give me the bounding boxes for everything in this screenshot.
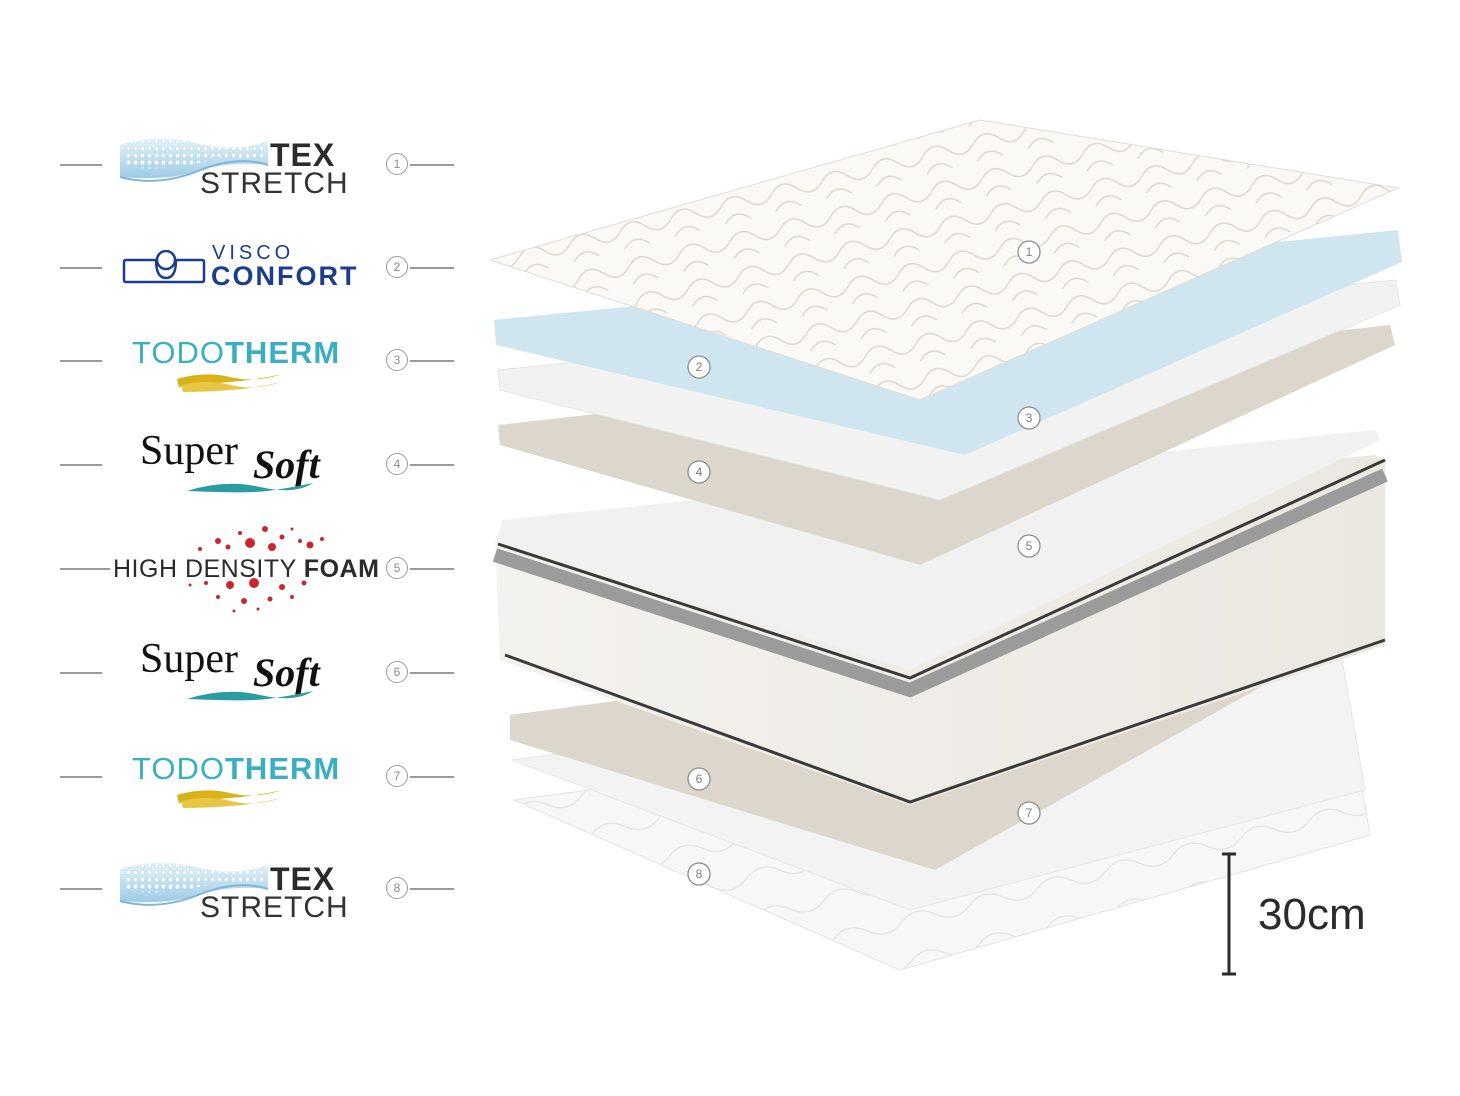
teal-swoosh-icon [187, 691, 313, 701]
mattress-badge-label: 3 [1026, 411, 1033, 425]
leader-line [410, 568, 454, 570]
leader-line [60, 888, 102, 890]
brand-todo-text: TODO [132, 751, 225, 786]
layer-number-badge: 2 [386, 256, 408, 278]
leader-line [60, 360, 102, 362]
leader-line [410, 267, 454, 269]
brand-tex: TEX [270, 137, 336, 173]
legend-row-5: HIGH DENSITY FOAM 5 [0, 526, 470, 613]
legend-row-2: VISCO CONFORT 2 [0, 228, 470, 308]
brand-therm-text: THERM [225, 335, 341, 370]
core-top-piping [497, 458, 1386, 680]
mattress-badge-7: 7 [1017, 801, 1041, 825]
layer-number-badge: 5 [386, 557, 408, 579]
core-grey-band [492, 468, 1388, 698]
leader-line [60, 164, 102, 166]
mattress-badge-label: 7 [1026, 806, 1033, 820]
mattress-badge-4: 4 [687, 460, 711, 484]
brand-confort: CONFORT [211, 261, 359, 291]
brand-therm-text: THERM [225, 751, 341, 786]
brand-todotherm: TODOTHERM [132, 335, 340, 371]
brand-todo-text: TODO [132, 335, 225, 370]
brand-visco: VISCO [212, 242, 295, 264]
legend-row-4: Super Soft 4 [0, 425, 470, 505]
leader-line [60, 568, 110, 570]
brand-soft: Soft [253, 650, 320, 695]
mattress-badge-label: 1 [1026, 245, 1033, 259]
mattress-badge-label: 5 [1026, 539, 1033, 553]
mattress-badge-1: 1 [1017, 240, 1041, 264]
mattress-badge-6: 6 [687, 767, 711, 791]
visco-head-pillow-icon [122, 250, 206, 284]
leader-line [60, 776, 102, 778]
mattress-badge-label: 8 [696, 867, 703, 881]
leader-line [410, 360, 454, 362]
layer-number-badge: 4 [386, 453, 408, 475]
legend-row-7: TODOTHERM 7 [0, 737, 470, 817]
mattress-badge-label: 4 [696, 465, 703, 479]
mattress-badge-label: 6 [696, 772, 703, 786]
brand-tex: TEX [270, 861, 336, 897]
brand-soft: Soft [253, 442, 320, 487]
legend-row-6: Super Soft 6 [0, 633, 470, 713]
brand-super: Super [140, 428, 238, 474]
brand-todotherm: TODOTHERM [132, 751, 340, 787]
brand-stretch: STRETCH [200, 891, 349, 924]
leader-line [410, 164, 454, 166]
layer-1-quilting [490, 120, 1398, 400]
leader-line [60, 464, 102, 466]
leader-line [410, 888, 454, 890]
mattress-badge-2: 2 [687, 355, 711, 379]
core-bottom-piping [504, 638, 1386, 804]
layer-number-badge: 1 [386, 153, 408, 175]
gold-wave-icon [177, 790, 283, 808]
mattress-badge-8: 8 [687, 862, 711, 886]
legend-row-8: TEX STRETCH 8 [0, 849, 470, 929]
height-scale-bar [1222, 852, 1236, 976]
leader-line [410, 776, 454, 778]
legend-row-3: TODOTHERM 3 [0, 321, 470, 401]
mattress-badge-5: 5 [1017, 534, 1041, 558]
layer-number-badge: 6 [386, 661, 408, 683]
leader-line [410, 464, 454, 466]
leader-line [60, 267, 102, 269]
legend-row-1: TEX STRETCH 1 [0, 125, 470, 205]
brand-high-density-foam: HIGH DENSITY FOAM [113, 555, 379, 584]
layer-number-badge: 7 [386, 765, 408, 787]
brand-super: Super [140, 636, 238, 682]
red-dots-icon [188, 526, 324, 613]
layer-number-badge: 8 [386, 877, 408, 899]
gold-wave-icon [177, 374, 283, 392]
teal-swoosh-icon [187, 483, 313, 493]
quilted-fabric-icon [119, 138, 268, 182]
quilted-fabric-icon [119, 862, 268, 906]
mattress-badge-label: 2 [696, 360, 703, 374]
leader-line [60, 672, 102, 674]
leader-line [410, 672, 454, 674]
brand-foam-text: FOAM [303, 555, 380, 583]
layer-number-badge: 3 [386, 349, 408, 371]
brand-stretch: STRETCH [200, 167, 349, 200]
height-label: 30cm [1258, 890, 1366, 939]
exploded-mattress-illustration: 1 2 3 4 5 6 7 8 [488, 119, 1402, 971]
mattress-badge-3: 3 [1017, 406, 1041, 430]
brand-high-density-text: HIGH DENSITY [113, 555, 304, 583]
